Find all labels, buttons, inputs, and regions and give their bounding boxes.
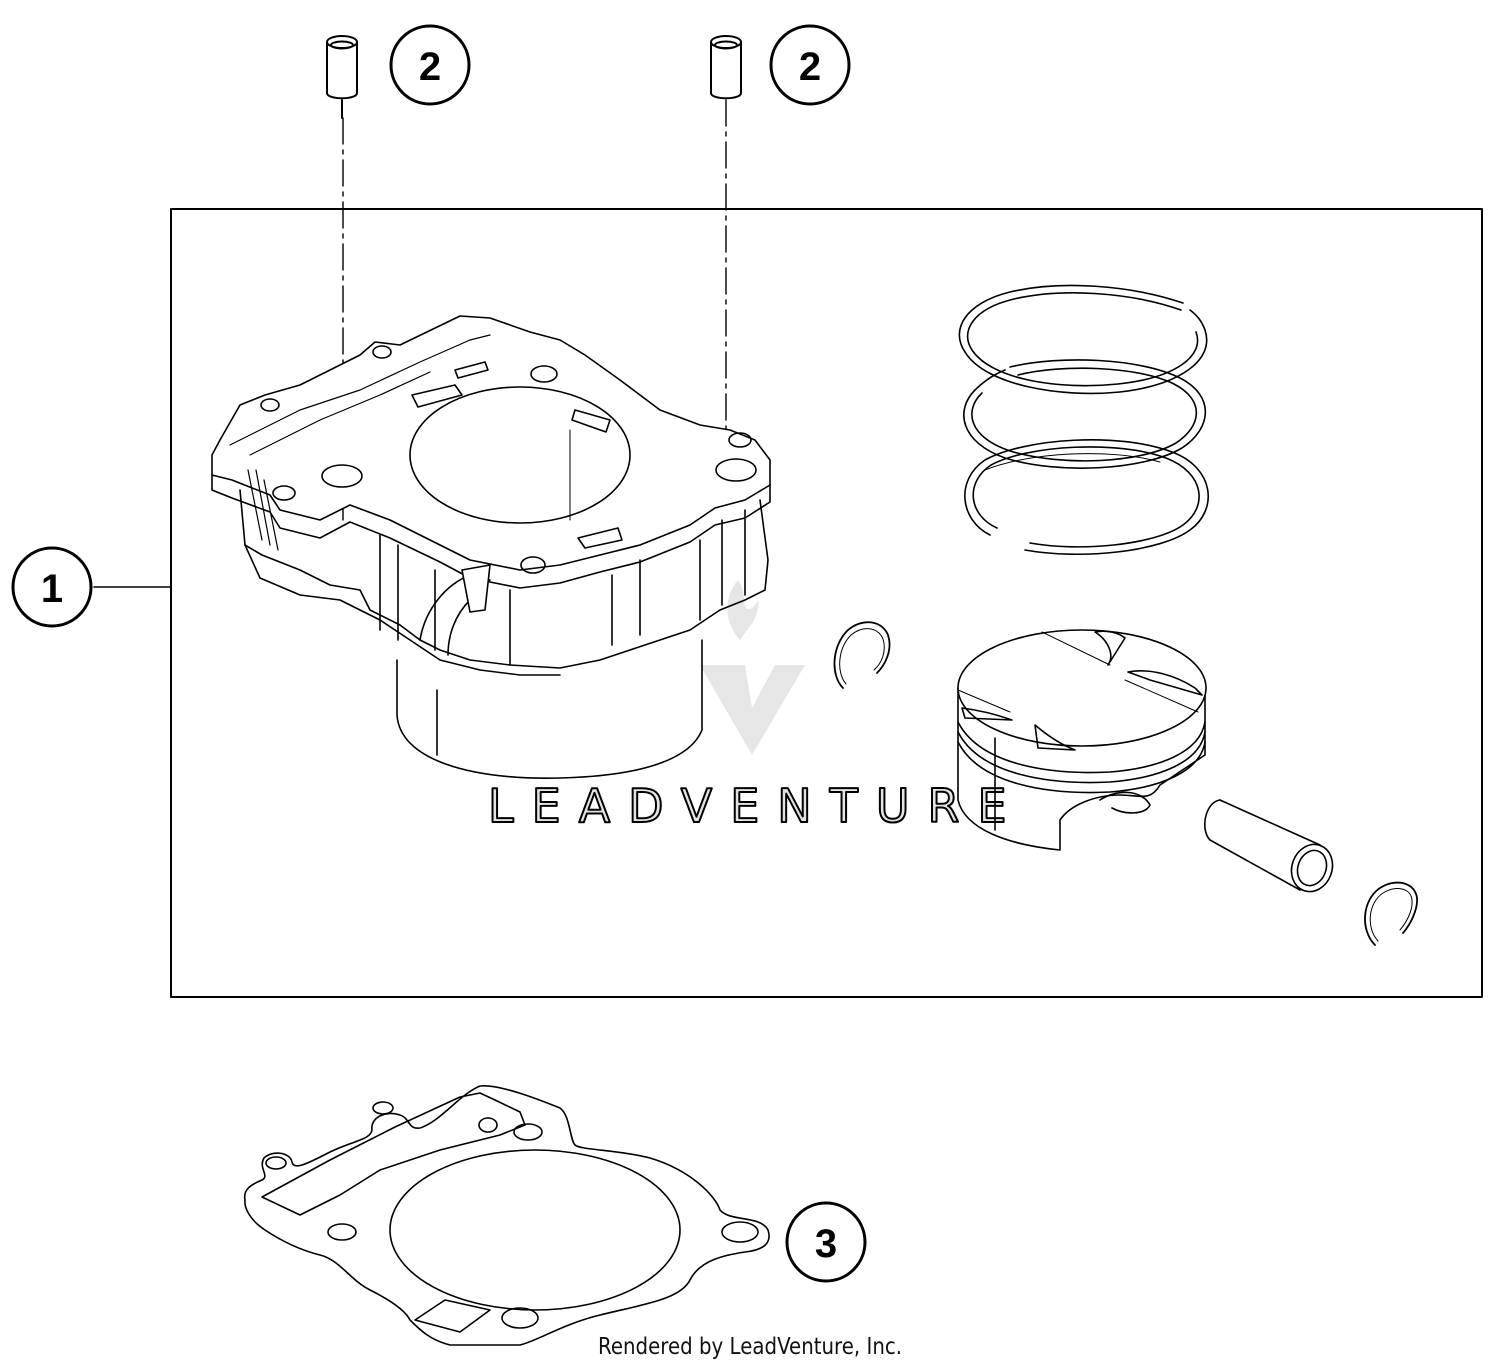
piston-pin	[1204, 799, 1334, 893]
cylinder-base-gasket	[243, 1085, 770, 1346]
circlip-right	[1364, 881, 1418, 946]
callout-2-left[interactable]: 2	[389, 24, 471, 106]
piston-ring-set	[958, 284, 1210, 556]
watermark-text: LEADVENTURE	[488, 779, 1025, 833]
render-credit: Rendered by LeadVenture, Inc.	[598, 1334, 903, 1360]
cylinder-kit-group-box	[170, 208, 1483, 998]
callout-1-label: 1	[41, 567, 63, 611]
dowel-sleeve-left	[326, 35, 358, 119]
dowel-sleeve-right	[710, 35, 742, 100]
cylinder	[211, 315, 771, 779]
watermark: LEADVENTURE	[487, 580, 1025, 834]
leadventure-logo-icon	[700, 580, 805, 755]
callout-2-right-label: 2	[799, 45, 821, 89]
callout-3-label: 3	[815, 1222, 837, 1266]
piston	[957, 629, 1207, 851]
callout-3[interactable]: 3	[785, 1201, 867, 1283]
callout-2-right[interactable]: 2	[769, 24, 851, 106]
callout-1[interactable]: 1	[11, 546, 93, 628]
circlip-left	[833, 621, 891, 689]
callout-2-left-label: 2	[419, 45, 441, 89]
